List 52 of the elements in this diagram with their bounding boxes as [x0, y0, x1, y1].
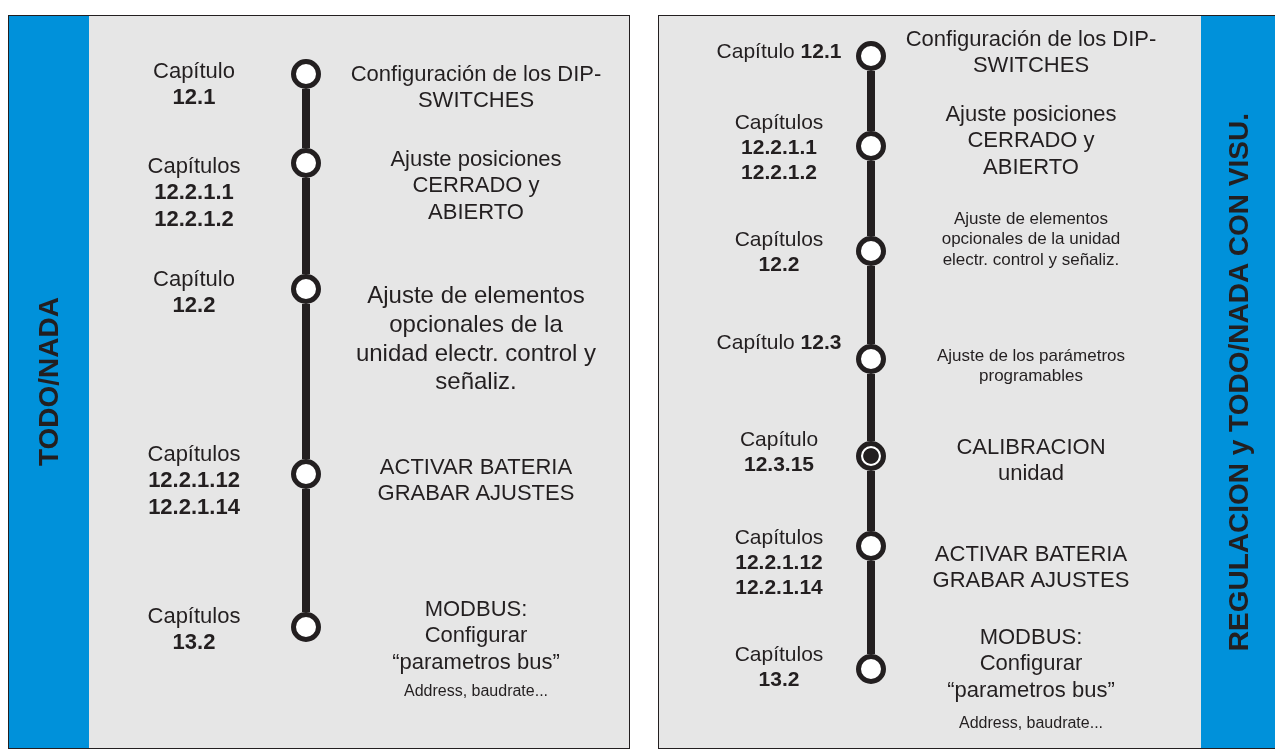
timeline-marker: [856, 131, 886, 161]
chapter-label: Capítulo 12.1: [715, 38, 843, 64]
timeline-marker: [856, 531, 886, 561]
step-description: CALIBRACION unidad: [955, 434, 1107, 487]
timeline-connector: [867, 71, 875, 131]
timeline-connector: [302, 89, 310, 148]
timeline-panel: [658, 15, 1275, 749]
step-description: Ajuste posiciones CERRADO y ABIERTO: [389, 146, 563, 226]
timeline-marker: [856, 654, 886, 684]
timeline-connector: [867, 471, 875, 531]
timeline-connector: [302, 304, 310, 459]
timeline-marker: [291, 459, 321, 489]
timeline-marker: [291, 274, 321, 304]
chapter-label: Capítulos 12.2: [733, 226, 825, 277]
timeline-connector: [302, 178, 310, 274]
timeline-connector: [867, 374, 875, 441]
step-description: Ajuste de elementos opcionales de la unidad electr. control y señaliz.: [940, 209, 1122, 271]
timeline-connector: [867, 266, 875, 344]
step-description: ACTIVAR BATERIA GRABAR AJUSTES: [376, 454, 576, 507]
timeline-marker: [856, 236, 886, 266]
chapter-label: Capítulos 12.2.1.12 12.2.1.14: [733, 524, 825, 600]
chapter-label: Capítulos 13.2: [146, 603, 242, 656]
timeline-marker: [291, 148, 321, 178]
timeline-connector: [867, 161, 875, 236]
step-description: Configuración de los DIP-SWITCHES: [349, 61, 603, 114]
timeline-marker: [291, 59, 321, 89]
step-description: Ajuste de elementos opcionales de la unidad electr. control y señaliz.: [354, 281, 598, 397]
step-description: ACTIVAR BATERIA GRABAR AJUSTES: [931, 541, 1131, 594]
filled-timeline-marker: [856, 441, 886, 471]
step-description: Ajuste de los parámetros programables: [935, 346, 1126, 387]
chapter-label: Capítulo 12.1: [152, 58, 236, 111]
chapter-label: Capítulos 12.2.1.1 12.2.1.2: [146, 153, 242, 233]
timeline-marker: [856, 344, 886, 374]
timeline-connector: [867, 561, 875, 654]
step-note: Address, baudrate...: [957, 713, 1105, 733]
step-description: Configuración de los DIP-SWITCHES: [904, 26, 1158, 79]
chapter-label: Capítulo 12.3.15: [738, 426, 820, 477]
step-description: MODBUS: Configurar “parametros bus”: [391, 596, 561, 676]
band-title: TODO/NADA: [33, 297, 65, 467]
timeline-marker: [856, 41, 886, 71]
chapter-label: Capítulos 13.2: [733, 641, 825, 692]
step-note: Address, baudrate...: [402, 681, 550, 701]
timeline-marker: [291, 612, 321, 642]
step-description: Ajuste posiciones CERRADO y ABIERTO: [944, 101, 1118, 181]
chapter-label: Capítulos 12.2.1.1 12.2.1.2: [733, 109, 825, 185]
chapter-label: Capítulos 12.2.1.12 12.2.1.14: [146, 441, 242, 521]
chapter-label: Capítulo 12.3: [715, 329, 843, 355]
timeline-panel: [8, 15, 630, 749]
chapter-label: Capítulo 12.2: [152, 266, 236, 319]
band-title: REGULACION y TODO/NADA CON VISU.: [1222, 112, 1255, 652]
timeline-connector: [302, 489, 310, 612]
step-description: MODBUS: Configurar “parametros bus”: [946, 624, 1116, 704]
